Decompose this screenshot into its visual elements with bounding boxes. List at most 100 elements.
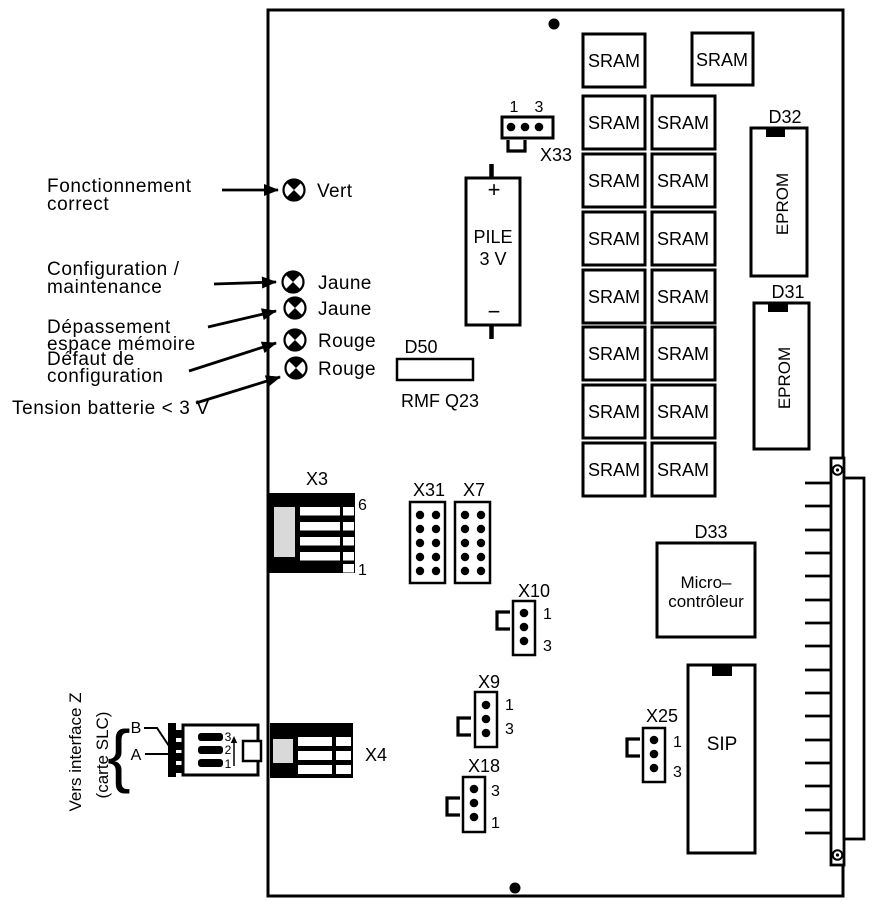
x33-pin1-label: 1	[510, 99, 519, 116]
sram-label: SRAM	[657, 229, 709, 249]
interface-brace: {	[107, 716, 130, 794]
sram-chip: SRAM	[690, 31, 755, 87]
jumper-x10: X10 1 3	[495, 581, 552, 657]
sram-label: SRAM	[657, 402, 709, 422]
d33-name-line: Micro–	[680, 573, 732, 592]
sram-chip: SRAM	[581, 210, 647, 267]
edge-connector-pins	[805, 481, 831, 835]
annotation-line: Fonctionnement	[47, 176, 192, 197]
d33-body	[655, 541, 757, 639]
d32-ref-label: D32	[768, 107, 801, 127]
sram-label: SRAM	[588, 229, 640, 249]
x33-bracket	[506, 140, 527, 153]
sram-chip: SRAM	[650, 94, 717, 151]
x4-contact	[336, 737, 351, 746]
sip-notch	[712, 666, 732, 676]
x3-pin1-label: 1	[358, 562, 367, 579]
edge-connector-screw-top-dot	[835, 468, 840, 472]
x18-pin3-label: 3	[491, 783, 500, 800]
d31-ref-label: D31	[771, 282, 804, 302]
wire-b-line	[144, 727, 170, 747]
plug-contact	[176, 753, 183, 761]
x10-pin-dot	[519, 608, 529, 618]
x7-pin-dots	[460, 510, 486, 576]
x9-pin-dot	[481, 728, 491, 738]
edge-connector-housing	[842, 476, 866, 841]
annotation-line: Tension batterie < 3 V	[12, 398, 210, 419]
mounting-hole-bottom	[509, 882, 521, 894]
sram-chip: SRAM	[581, 94, 647, 151]
edge-connector	[805, 456, 866, 867]
d33-name-line: contrôleur	[668, 592, 744, 611]
sram-grid: SRAM SRAM SRAM SRAM SRAM SRAM SRAM SRAM …	[581, 31, 755, 498]
edge-connector-screw-bottom-dot	[835, 853, 840, 857]
arrow-to-led-jaune-2	[207, 308, 277, 329]
sram-chip: SRAM	[581, 268, 647, 325]
x10-pin1-label: 1	[543, 606, 552, 623]
d32-body	[749, 126, 809, 278]
d50-body	[395, 357, 475, 382]
x33-pin-dot	[520, 122, 530, 132]
d32-type-label: EPROM	[773, 173, 792, 235]
x4-slot	[298, 751, 332, 760]
x7-ref-label: X7	[463, 480, 485, 500]
x4-slot	[298, 765, 332, 774]
annotation-line: espace mémoire	[47, 334, 196, 355]
connector-x4: X4	[270, 723, 387, 778]
sram-chip: SRAM	[650, 325, 717, 382]
x33-pin3-label: 3	[535, 99, 544, 116]
x3-ref-label: X3	[306, 469, 328, 489]
jumper-x25: X25 1 3	[625, 706, 682, 784]
plug-pin2-label: 2	[225, 743, 232, 757]
annotation-line: Dépassement	[47, 317, 171, 338]
d31-notch	[768, 303, 788, 312]
plug-pin3-label: 3	[225, 730, 232, 744]
x3-slot	[300, 537, 340, 546]
header-x31: X31	[408, 480, 447, 585]
annotation-line: correct	[47, 194, 109, 215]
x4-slot	[298, 737, 332, 746]
arrow-to-led-rouge-2	[195, 375, 281, 405]
arrow-to-led-jaune-1	[213, 276, 277, 289]
sram-label: SRAM	[588, 460, 640, 480]
led-color-label: Rouge	[318, 359, 376, 380]
x9-pin1-label: 1	[505, 697, 514, 714]
battery-name: PILE	[473, 227, 512, 247]
x18-pin-dot	[469, 812, 479, 822]
jumper-x33: 1 3 X33	[500, 99, 572, 165]
x3-contact	[343, 507, 354, 516]
led-vert	[282, 178, 306, 202]
led-jaune-1	[281, 270, 305, 294]
sram-label: SRAM	[657, 460, 709, 480]
plug-contact	[176, 742, 183, 750]
sram-chip: SRAM	[650, 383, 717, 440]
d31-body	[752, 301, 811, 451]
x4-window	[273, 739, 293, 763]
x3-contact	[343, 552, 354, 561]
x25-bracket	[625, 737, 640, 758]
microcontroller-d33: D33 Micro– contrôleur	[655, 522, 757, 639]
x3-contact	[343, 537, 354, 546]
battery-minus-sign: −	[488, 299, 501, 324]
sram-chip: SRAM	[650, 268, 717, 325]
x9-pin-dot	[481, 700, 491, 710]
wire-b-label: B	[131, 720, 142, 737]
x25-pin1-label: 1	[673, 734, 682, 751]
x3-contact	[343, 522, 354, 531]
jumper-x18: X18 3 1	[445, 756, 500, 834]
d33-ref-label: D33	[694, 522, 727, 542]
x18-ref-label: X18	[468, 756, 500, 776]
x18-pin1-label: 1	[491, 815, 500, 832]
sram-chip: SRAM	[581, 152, 647, 209]
x4-contact	[336, 765, 351, 774]
led-color-label: Vert	[317, 181, 353, 202]
x33-ref-label: X33	[540, 145, 572, 165]
led-annotations: Fonctionnement correct Configuration / m…	[12, 176, 281, 419]
led-color-label: Jaune	[318, 299, 372, 320]
sram-chip: SRAM	[581, 325, 647, 382]
led-jaune-2	[283, 296, 307, 320]
led-color-label: Jaune	[318, 273, 372, 294]
x3-contact	[343, 564, 354, 573]
